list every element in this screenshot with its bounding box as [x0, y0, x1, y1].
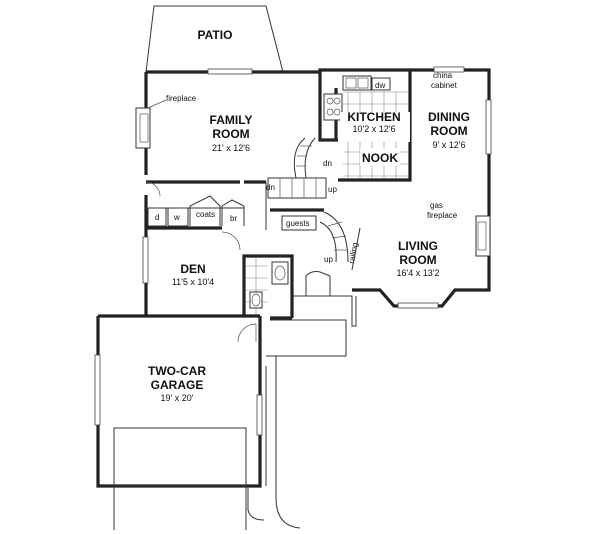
guests-label: guests [286, 219, 310, 228]
windows [94, 66, 492, 436]
bath [246, 258, 289, 314]
w-label: w [173, 213, 180, 222]
den-dims: 11'5 x 10'4 [172, 277, 214, 287]
garage: TWO-CAR GARAGE 19' x 20' [113, 364, 247, 530]
garage-label-1: TWO-CAR [148, 364, 206, 378]
garage-label-2: GARAGE [151, 378, 204, 392]
family-room-label-2: ROOM [212, 127, 249, 141]
kitchen-dims: 10'2 x 12'6 [353, 124, 396, 134]
garage-dims: 19' x 20' [161, 393, 194, 403]
kitchen-label: KITCHEN [347, 110, 400, 124]
living-room-label-1: LIVING [398, 239, 438, 253]
den: DEN 11'5 x 10'4 [172, 262, 214, 287]
patio: PATIO [145, 5, 284, 73]
dining-room-label-2: ROOM [430, 124, 467, 138]
den-label: DEN [180, 262, 205, 276]
kitchen: dw KITCHEN 10'2 x 12'6 NOOK [323, 75, 410, 178]
coats-label: coats [196, 210, 215, 219]
living-room-label-2: ROOM [399, 253, 436, 267]
nook-label: NOOK [362, 151, 398, 165]
dining-room-dims: 9' x 12'6 [433, 140, 466, 150]
stairs: dn dn up up guests railing [266, 137, 361, 271]
laundry: d w coats br [145, 181, 245, 251]
dining: china cabinet DINING ROOM 9' x 12'6 [428, 71, 470, 150]
dining-room-label-1: DINING [428, 110, 470, 124]
living: gas fireplace LIVING ROOM 16'4 x 13'2 [397, 201, 491, 278]
patio-label: PATIO [198, 28, 233, 42]
gas-fireplace-label-2: fireplace [427, 211, 458, 220]
family-room-label-1: FAMILY [210, 113, 253, 127]
dn-label-2: dn [266, 183, 275, 192]
family-fireplace: fireplace [135, 94, 197, 149]
fireplace-label: fireplace [166, 94, 197, 103]
dw-label: dw [375, 81, 385, 90]
dn-label-1: dn [323, 159, 332, 168]
living-room-dims: 16'4 x 13'2 [397, 268, 440, 278]
china-cabinet-label-1: china [433, 71, 453, 80]
up-label-2: up [324, 255, 333, 264]
entry [237, 271, 357, 529]
china-cabinet-label-2: cabinet [431, 81, 458, 90]
up-label-1: up [328, 185, 337, 194]
family-room-dims: 21' x 12'6 [212, 143, 250, 153]
gas-fireplace-label-1: gas [430, 201, 443, 210]
br-label: br [230, 214, 237, 223]
d-label: d [155, 213, 159, 222]
